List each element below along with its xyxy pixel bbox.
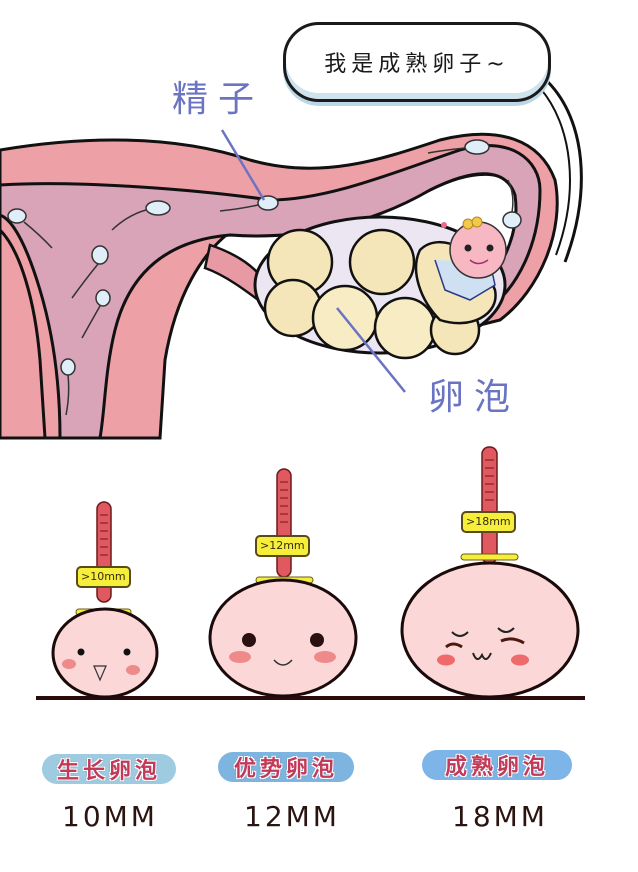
stage-name-3: 成熟卵泡: [422, 750, 572, 780]
stage-size-1: 10MM: [62, 800, 158, 833]
size-tag-2: >12mm: [255, 535, 310, 557]
stage-name-1: 生长卵泡: [42, 754, 176, 784]
speech-bubble-tail: [546, 80, 583, 263]
follicle-label: 卵泡: [428, 377, 521, 418]
follicle-stage-2: [208, 468, 358, 698]
stage-size-2: 12MM: [244, 800, 340, 833]
speech-bubble-text: 我是成熟卵子~: [324, 52, 510, 77]
size-tag-1: >10mm: [76, 566, 131, 588]
stage-size-3: 18MM: [452, 800, 548, 833]
mature-egg-character: [434, 216, 507, 301]
follicle-stage-3: [400, 446, 580, 699]
follicle-pointer-line: [336, 307, 406, 393]
stage-name-2: 优势卵泡: [218, 752, 354, 782]
sperm-pointer-line: [220, 129, 266, 201]
size-tag-3: >18mm: [461, 511, 516, 533]
sperm-cells: [7, 139, 522, 416]
uterus-diagram: [0, 80, 583, 440]
sperm-label: 精子: [172, 79, 265, 120]
speech-bubble: 我是成熟卵子~: [283, 22, 551, 102]
follicle-stage-1: [51, 501, 159, 699]
